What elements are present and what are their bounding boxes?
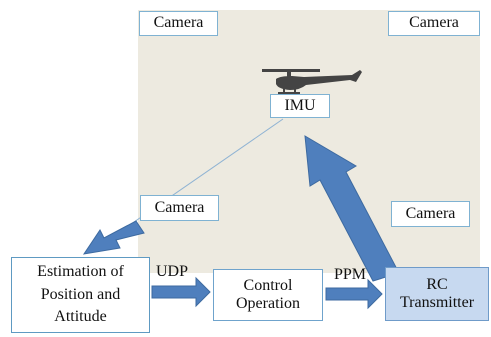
camera-box-mid-right: Camera bbox=[391, 201, 470, 227]
rc-to-imu-arrow bbox=[304, 135, 400, 282]
camera-box-mid-left: Camera bbox=[140, 195, 219, 221]
control-line-1: Control bbox=[243, 276, 293, 294]
estimation-line-2: Position and bbox=[40, 285, 121, 303]
imu-box: IMU bbox=[270, 94, 330, 118]
udp-label: UDP bbox=[156, 263, 189, 280]
camera-label: Camera bbox=[405, 204, 456, 222]
rc-line-1: RC bbox=[426, 275, 448, 293]
control-line-2: Operation bbox=[236, 295, 300, 312]
ppm-label: PPM bbox=[334, 266, 367, 283]
camera-label: Camera bbox=[153, 14, 204, 32]
estimation-line-1: Estimation of bbox=[37, 263, 124, 281]
rc-transmitter-box: RC Transmitter bbox=[385, 267, 489, 321]
imu-label: IMU bbox=[284, 96, 316, 114]
camera-feed-arrow bbox=[82, 220, 145, 255]
camera-box-top-left: Camera bbox=[139, 11, 218, 36]
udp-arrow bbox=[151, 276, 211, 308]
estimation-box: Estimation of Position and Attitude bbox=[11, 257, 150, 333]
estimation-line-3: Attitude bbox=[54, 308, 107, 326]
ppm-arrow bbox=[325, 278, 383, 310]
rc-line-2: Transmitter bbox=[399, 294, 475, 311]
camera-label: Camera bbox=[154, 198, 205, 216]
helicopter-icon bbox=[262, 69, 362, 94]
camera-label: Camera bbox=[409, 14, 459, 32]
camera-box-top-right: Camera bbox=[388, 11, 480, 36]
imu-to-estimation-line bbox=[107, 118, 284, 241]
control-operation-box: Control Operation bbox=[213, 269, 323, 321]
